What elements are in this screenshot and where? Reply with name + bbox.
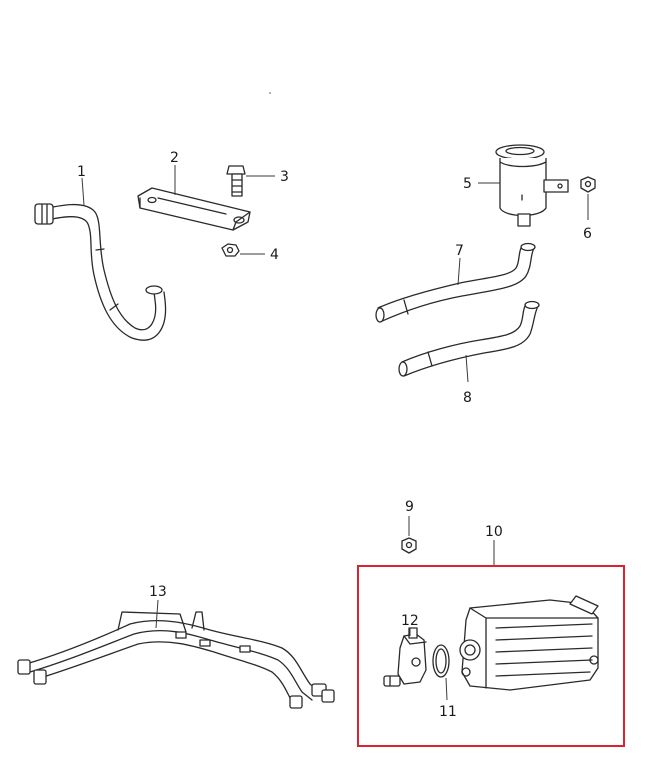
leader-8 xyxy=(465,354,469,383)
part-11-o-ring[interactable] xyxy=(432,644,450,678)
leader-7 xyxy=(457,257,461,286)
callout-9: 9 xyxy=(405,499,414,515)
callout-5: 5 xyxy=(463,176,472,192)
callout-3: 3 xyxy=(280,169,289,185)
callout-8: 8 xyxy=(463,390,472,406)
assembly-highlight-box[interactable] xyxy=(357,565,625,747)
part-4-nut[interactable] xyxy=(221,243,240,257)
callout-6: 6 xyxy=(583,226,592,242)
part-8-hose[interactable] xyxy=(398,300,540,377)
callout-11: 11 xyxy=(439,704,457,720)
leader-1 xyxy=(81,177,85,206)
part-9-nut[interactable] xyxy=(401,537,417,554)
callout-12: 12 xyxy=(401,613,419,629)
callout-10: 10 xyxy=(485,524,503,540)
part-5-canister-valve[interactable] xyxy=(495,144,569,227)
callout-7: 7 xyxy=(455,243,464,259)
part-6-nut[interactable] xyxy=(580,176,596,193)
part-12-purge-solenoid[interactable] xyxy=(383,627,427,687)
stray-mark xyxy=(269,92,271,94)
callout-2: 2 xyxy=(170,150,179,166)
callout-1: 1 xyxy=(77,164,86,180)
part-10-vapor-canister[interactable] xyxy=(459,595,599,691)
callout-13: 13 xyxy=(149,584,167,600)
callout-4: 4 xyxy=(270,247,279,263)
leader-13 xyxy=(155,599,159,629)
part-7-hose[interactable] xyxy=(375,242,536,323)
part-2-bracket[interactable] xyxy=(137,187,251,231)
part-13-tube-harness[interactable] xyxy=(17,611,335,709)
part-3-bolt[interactable] xyxy=(226,165,246,197)
leader-11 xyxy=(445,677,448,701)
part-1-hose[interactable] xyxy=(34,203,167,341)
